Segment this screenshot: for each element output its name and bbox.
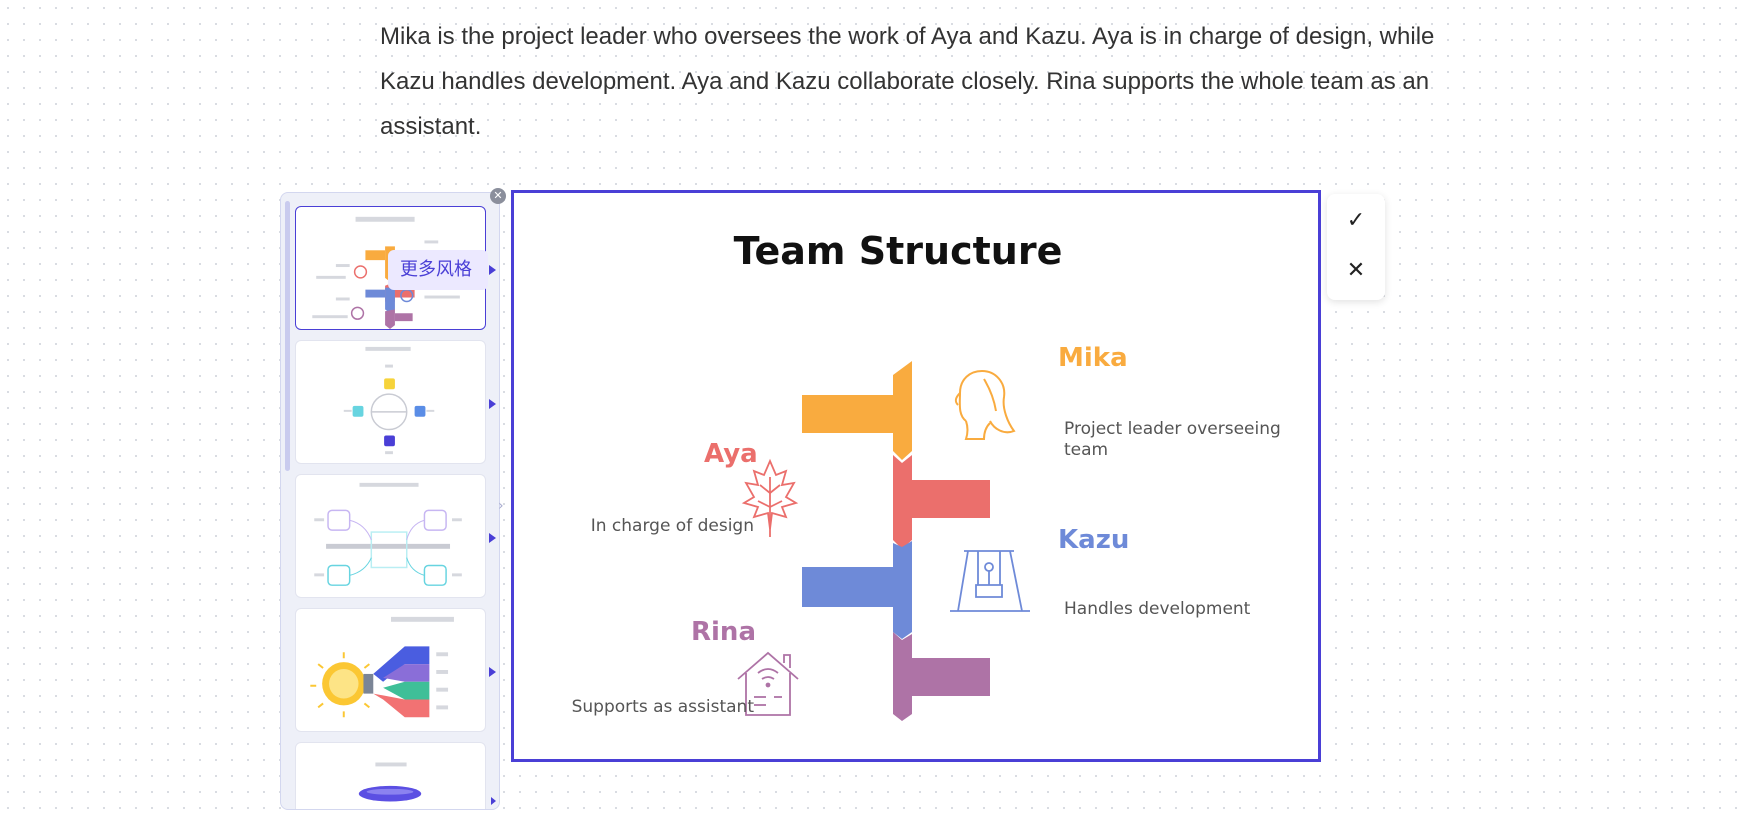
style-panel: [280, 192, 500, 810]
person-desc-rina: Supports as assistant: [571, 697, 754, 717]
thumb-arrow-icon[interactable]: [489, 533, 496, 543]
woman-head-icon: [954, 369, 1016, 440]
panel-collapse-handle[interactable]: ›: [498, 498, 504, 514]
close-icon[interactable]: ✕: [1346, 258, 1366, 283]
check-icon[interactable]: ✓: [1346, 208, 1366, 233]
person-desc-kazu: Handles development: [1064, 599, 1251, 619]
person-desc-mika: Project leader overseeing team: [1064, 419, 1281, 460]
panel-close-icon[interactable]: ✕: [490, 188, 506, 204]
intro-paragraph: Mika is the project leader who oversees …: [380, 23, 1435, 140]
swing-icon: [950, 550, 1030, 612]
thumb-arrow-icon[interactable]: [489, 667, 496, 677]
person-name-aya: Aya: [704, 439, 758, 469]
smart-home-icon: [737, 651, 799, 716]
thumb-arrow-icon[interactable]: [491, 797, 496, 805]
confirm-toolbar: ✓ ✕: [1327, 194, 1385, 300]
style-thumb-lightbulb[interactable]: [295, 608, 486, 732]
maple-leaf-icon: [741, 458, 799, 537]
infographic-slide[interactable]: Team Structure Mika Project leader overs…: [511, 190, 1321, 762]
slide-title: Team Structure: [733, 229, 1063, 273]
thumb-arrow-icon[interactable]: [489, 265, 496, 275]
more-styles-tooltip[interactable]: 更多风格: [388, 250, 488, 290]
person-name-kazu: Kazu: [1058, 525, 1130, 555]
style-thumb-four-corner[interactable]: [295, 474, 486, 598]
panel-scrollbar[interactable]: [285, 201, 290, 471]
person-name-rina: Rina: [691, 617, 756, 647]
thumb-arrow-icon[interactable]: [489, 399, 496, 409]
style-thumb-oval[interactable]: [295, 742, 486, 809]
person-desc-aya: In charge of design: [590, 516, 754, 536]
person-name-mika: Mika: [1058, 343, 1128, 373]
style-thumb-circle-hub[interactable]: [295, 340, 486, 464]
